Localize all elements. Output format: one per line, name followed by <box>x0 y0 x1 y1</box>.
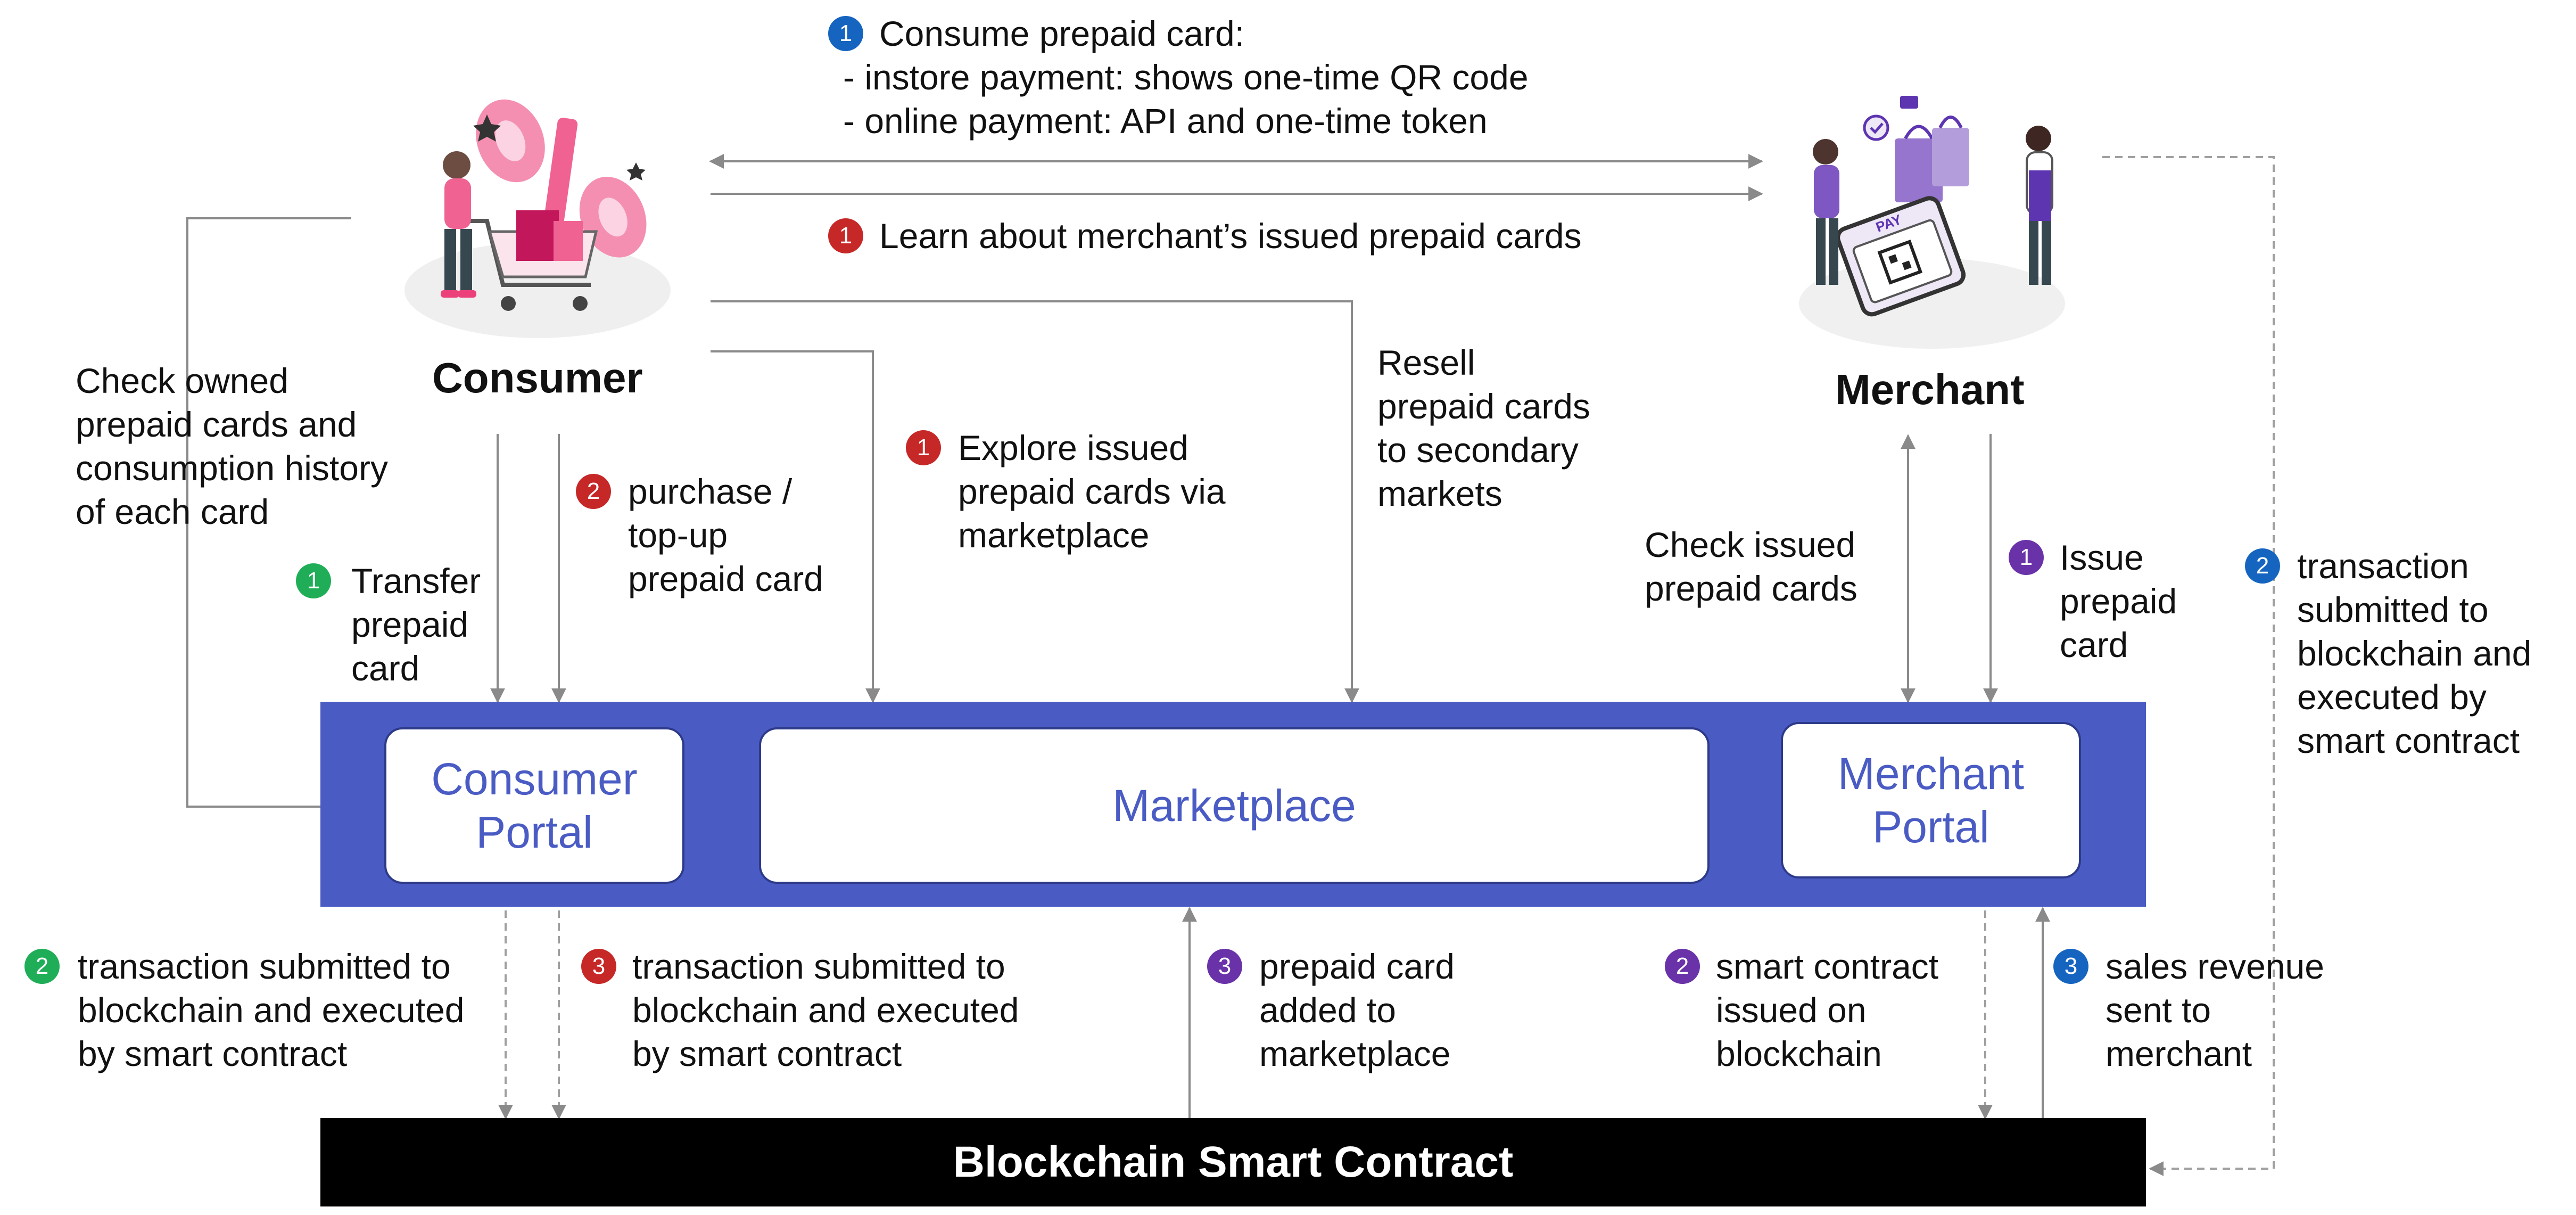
label-resell-line: prepaid cards <box>1377 387 1590 426</box>
label-contract-issued-line: blockchain <box>1716 1034 1882 1073</box>
label-consume-line: - online payment: API and one-time token <box>843 101 1488 141</box>
badge-merchant-tx: 2 <box>2245 548 2280 584</box>
merchant-portal-label: Merchant <box>1837 749 2025 799</box>
blockchain-smart-contract-bar[interactable]: Blockchain Smart Contract <box>320 1118 2146 1206</box>
marketplace-label: Marketplace <box>1112 781 1356 831</box>
label-check-issued: Check issued prepaid cards <box>1645 523 1857 610</box>
label-transfer-line: prepaid <box>351 605 469 644</box>
badge-card-added: 3 <box>1207 949 1242 984</box>
label-merchant-tx-line: blockchain and <box>2297 634 2532 673</box>
label-issue-line: card <box>2060 625 2128 664</box>
label-learn-line: Learn about merchant’s issued prepaid ca… <box>879 216 1582 256</box>
label-consumer-tx-red: transaction submitted to blockchain and … <box>632 945 1019 1076</box>
shopper-with-cart-and-percent-sign-icon <box>404 99 671 338</box>
badge-learn: 1 <box>828 218 863 253</box>
label-resell-line: Resell <box>1377 343 1475 382</box>
label-sales-revenue: sales revenue sent to merchant <box>2106 945 2324 1076</box>
label-purchase-line: prepaid card <box>628 559 823 598</box>
consumer-title: Consumer <box>432 354 643 401</box>
badge-sales-revenue: 3 <box>2053 949 2088 984</box>
merchant-payment-terminal-qr-icon: PAY <box>1799 96 2065 349</box>
label-check-issued-line: prepaid cards <box>1645 569 1857 608</box>
label-purchase-line: purchase / <box>628 472 792 511</box>
label-sales-revenue-line: merchant <box>2106 1034 2252 1073</box>
marketplace-box[interactable]: Marketplace <box>759 727 1710 884</box>
merchant-portal-box[interactable]: Merchant Portal <box>1781 722 2081 879</box>
label-contract-issued-line: smart contract <box>1716 947 1939 986</box>
label-resell-line: to secondary <box>1377 430 1579 470</box>
label-transfer: Transfer prepaid card <box>351 559 481 690</box>
label-merchant-tx-line: transaction <box>2297 546 2469 586</box>
label-consumer-tx-green-line: by smart contract <box>78 1034 348 1073</box>
merchant-title: Merchant <box>1835 366 2025 413</box>
label-consumer-tx-red-line: blockchain and executed <box>632 990 1019 1030</box>
arrow-resell <box>711 300 1359 703</box>
label-check-owned-line: of each card <box>76 492 269 531</box>
badge-issue: 1 <box>2009 540 2044 575</box>
label-resell-line: markets <box>1377 474 1502 513</box>
label-explore-line: Explore issued <box>958 428 1188 467</box>
label-consumer-tx-green: transaction submitted to blockchain and … <box>78 945 465 1076</box>
label-card-added-line: marketplace <box>1259 1034 1451 1073</box>
label-merchant-tx-line: executed by <box>2297 677 2487 717</box>
label-consumer-tx-red-line: by smart contract <box>632 1034 902 1073</box>
label-consumer-tx-red-line: transaction submitted to <box>632 947 1005 986</box>
merchant-portal-label: Portal <box>1872 802 1989 852</box>
label-sales-revenue-line: sales revenue <box>2106 947 2324 986</box>
label-contract-issued: smart contract issued on blockchain <box>1716 945 1938 1076</box>
label-card-added-line: added to <box>1259 990 1396 1030</box>
label-transfer-line: Transfer <box>351 561 481 601</box>
label-card-added-line: prepaid card <box>1259 947 1455 986</box>
label-check-owned-line: Check owned <box>76 361 288 400</box>
label-consumer-tx-green-line: blockchain and executed <box>78 990 465 1030</box>
label-check-owned-line: consumption history <box>76 448 388 488</box>
consumer-portal-label: Consumer <box>431 754 638 804</box>
badge-consumer-tx-red: 3 <box>581 949 616 984</box>
blockchain-smart-contract-label: Blockchain Smart Contract <box>953 1138 1514 1186</box>
label-explore-line: prepaid cards via <box>958 472 1226 511</box>
label-check-issued-line: Check issued <box>1645 525 1856 564</box>
label-transfer-line: card <box>351 648 420 688</box>
label-consume: Consume prepaid card: - instore payment:… <box>843 12 1529 143</box>
label-purchase-line: top-up <box>628 515 728 555</box>
label-merchant-tx-line: smart contract <box>2297 721 2520 760</box>
label-explore: Explore issued prepaid cards via marketp… <box>958 426 1226 557</box>
label-card-added: prepaid card added to marketplace <box>1259 945 1455 1076</box>
label-consume-line: Consume prepaid card: <box>879 14 1245 53</box>
badge-explore: 1 <box>906 430 941 465</box>
label-sales-revenue-line: sent to <box>2106 990 2211 1030</box>
label-consumer-tx-green-line: transaction submitted to <box>78 947 451 986</box>
label-purchase: purchase / top-up prepaid card <box>628 470 823 601</box>
label-merchant-tx: transaction submitted to blockchain and … <box>2297 544 2531 762</box>
badge-consume: 1 <box>828 16 863 51</box>
consumer-portal-box[interactable]: Consumer Portal <box>384 727 684 884</box>
arrow-check-owned <box>186 217 386 814</box>
label-resell: Resell prepaid cards to secondary market… <box>1377 341 1590 515</box>
label-issue-line: Issue <box>2060 538 2144 577</box>
badge-purchase: 2 <box>576 474 611 509</box>
label-issue-line: prepaid <box>2060 581 2177 621</box>
badge-transfer: 1 <box>296 563 331 598</box>
label-explore-line: marketplace <box>958 515 1150 555</box>
consumer-portal-label: Portal <box>476 807 593 857</box>
arrow-explore <box>711 350 880 703</box>
label-consume-line: - instore payment: shows one-time QR cod… <box>843 58 1529 97</box>
badge-consumer-tx-green: 2 <box>24 949 60 984</box>
label-learn: Learn about merchant’s issued prepaid ca… <box>879 214 1582 258</box>
arrow-merchant-tx <box>2102 156 2275 1176</box>
label-check-owned: Check owned prepaid cards and consumptio… <box>76 359 388 533</box>
badge-contract-issued: 2 <box>1665 949 1700 984</box>
label-merchant-tx-line: submitted to <box>2297 590 2489 629</box>
label-contract-issued-line: issued on <box>1716 990 1867 1030</box>
label-issue: Issue prepaid card <box>2060 536 2177 667</box>
label-check-owned-line: prepaid cards and <box>76 405 357 444</box>
